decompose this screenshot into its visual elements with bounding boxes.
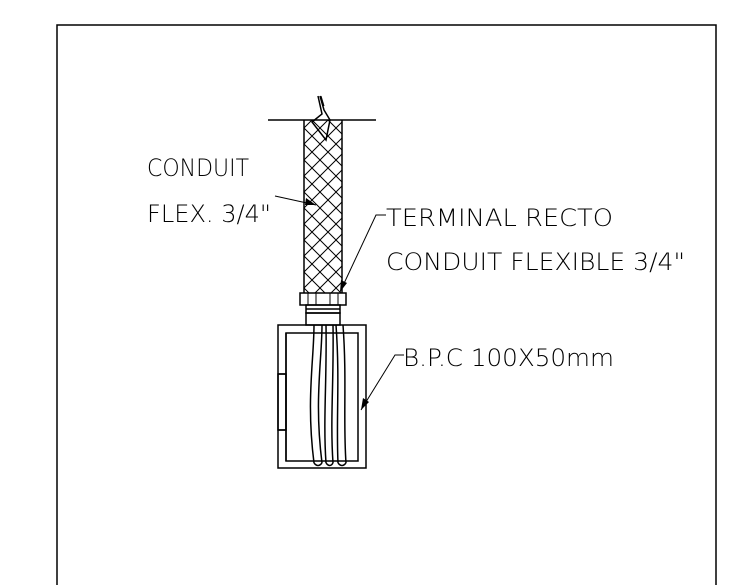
label-bpc-box: B.P.C 100X50mm [403,344,614,372]
bpc-box [277,324,367,469]
leader-conduit [274,195,317,206]
drawing-frame [56,24,717,585]
label-conduit-line2: FLEX. 3/4" [147,200,271,228]
label-conduit-line1: CONDUIT [147,154,249,182]
label-terminal-line2: CONDUIT FLEXIBLE 3/4" [386,248,685,276]
leader-terminal [339,214,386,293]
flexible-conduit [303,95,343,293]
cables [309,324,347,467]
straight-terminal [299,292,347,326]
leader-box [360,354,404,411]
label-terminal-line1: TERMINAL RECTO [386,204,613,232]
